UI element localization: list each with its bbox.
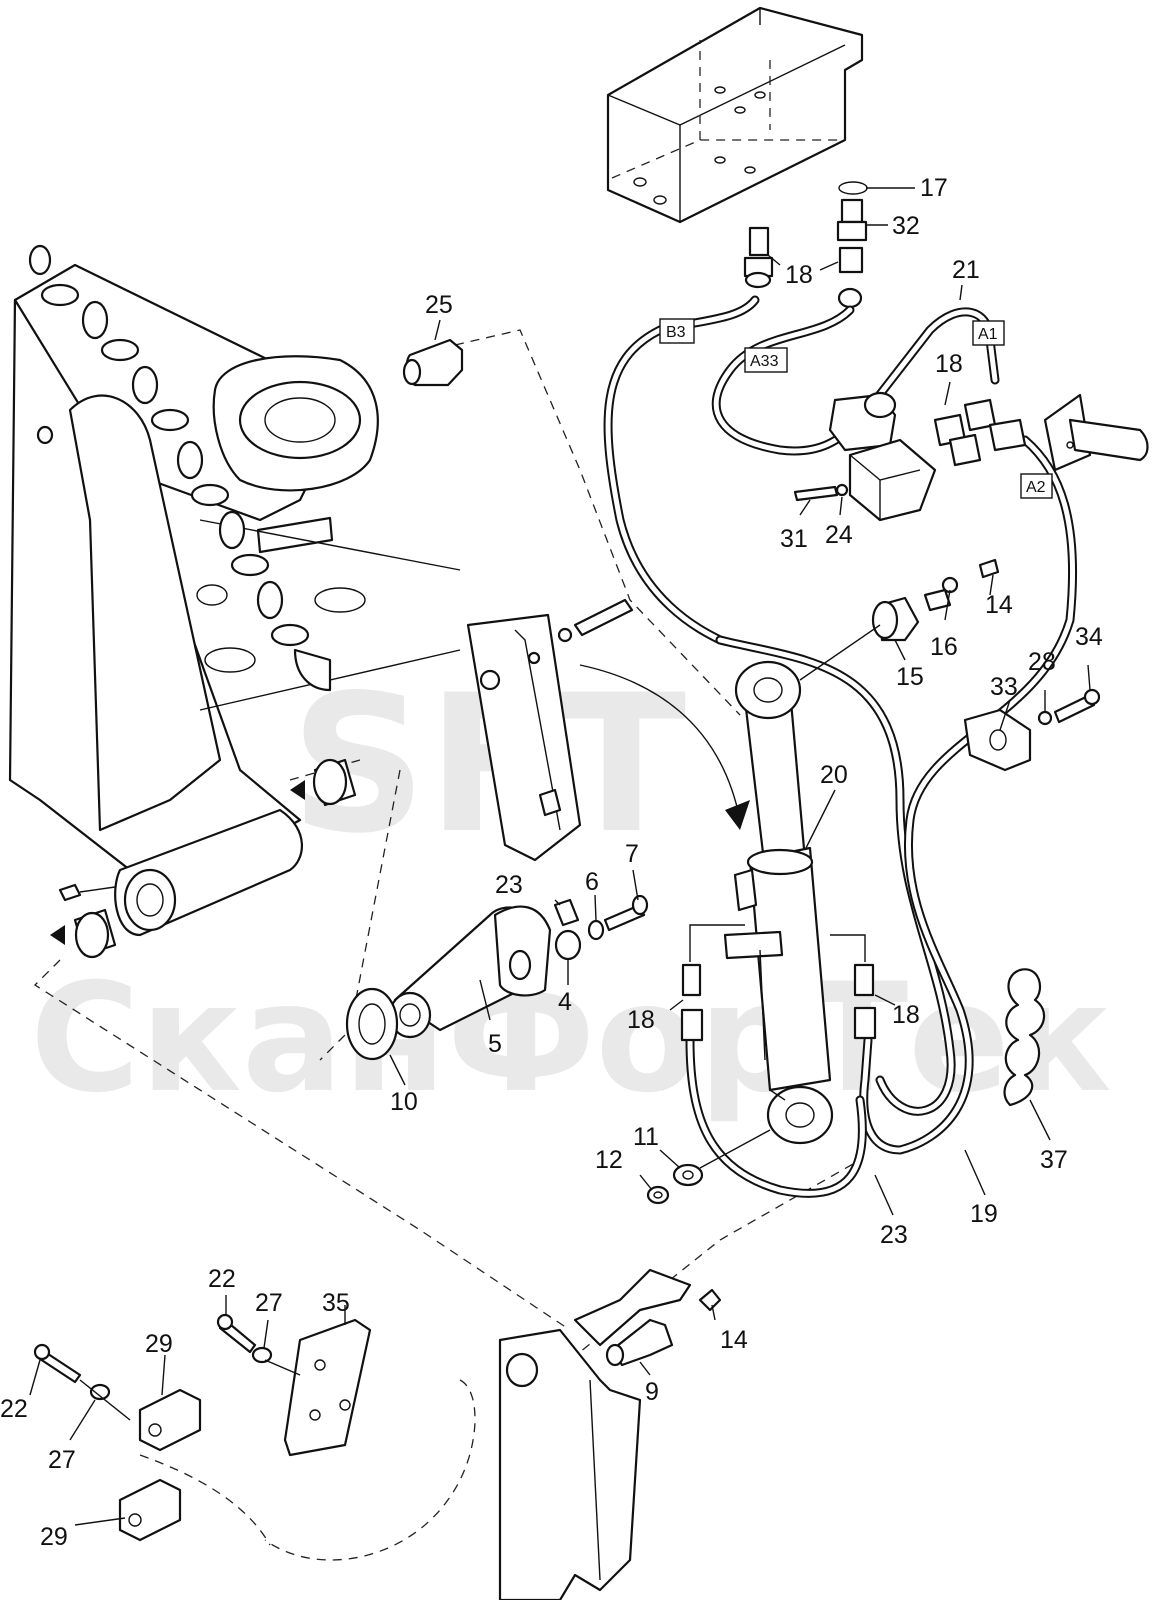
washers-11-12	[646, 1129, 771, 1205]
callout-23: 23	[880, 1221, 908, 1249]
svg-text:A2: A2	[1026, 479, 1046, 496]
callout-24: 24	[825, 521, 853, 549]
callout-17: 17	[920, 174, 948, 202]
svg-text:B3: B3	[666, 324, 686, 341]
fittings-top	[743, 181, 868, 309]
hose-clamp	[963, 688, 1101, 772]
callout-18: 18	[935, 350, 963, 378]
port-tag-b3: B3	[659, 318, 695, 344]
callout-4: 4	[558, 988, 572, 1016]
callout-34: 34	[1075, 623, 1103, 651]
arrow-icon	[50, 925, 65, 945]
callout-35: 35	[322, 1289, 350, 1317]
callout-20: 20	[820, 761, 848, 789]
chain	[28, 244, 332, 692]
callout-22: 22	[0, 1395, 28, 1423]
pin-25	[402, 338, 464, 387]
callout-28: 28	[1028, 648, 1056, 676]
svg-text:A33: A33	[750, 353, 779, 370]
arm-plate	[466, 598, 750, 862]
callout-27: 27	[48, 1446, 76, 1474]
lower-bracket	[498, 1268, 722, 1600]
callout-23: 23	[495, 871, 523, 899]
bottom-left-parts	[33, 1313, 372, 1542]
callout-27: 27	[255, 1289, 283, 1317]
pivot-shaft	[345, 894, 649, 1061]
callout-21: 21	[952, 256, 980, 284]
o-ring	[838, 181, 868, 195]
cylinder-fittings	[680, 924, 877, 1042]
callout-7: 7	[625, 840, 639, 868]
valve-block	[606, 6, 864, 224]
pedal-bracket	[1043, 393, 1149, 472]
svg-text:A1: A1	[978, 326, 998, 343]
hydraulic-cylinder	[723, 660, 834, 1145]
port-tag-a33: A33	[744, 347, 788, 373]
arrow-icon	[290, 780, 305, 800]
callout-11: 11	[633, 1123, 659, 1151]
port-tag-a1: A1	[972, 320, 1005, 346]
callout-37: 37	[1040, 1146, 1068, 1174]
frame-assembly	[8, 244, 461, 937]
callout-14: 14	[720, 1326, 748, 1354]
port-tags: B3 A33 A1 A2	[659, 318, 1053, 499]
bushings	[50, 758, 357, 959]
callout-32: 32	[892, 212, 920, 240]
direction-arrow-icon	[725, 800, 750, 830]
callout-12: 12	[595, 1146, 623, 1174]
callout-6: 6	[585, 868, 599, 896]
cylinder-mount-parts	[799, 558, 1000, 681]
callout-5: 5	[488, 1030, 502, 1058]
callout-29: 29	[40, 1523, 68, 1551]
callout-22: 22	[208, 1265, 236, 1293]
callout-18: 18	[785, 261, 813, 289]
bolt	[573, 598, 634, 637]
hydraulic-hoses	[603, 295, 1078, 1198]
spiral-guard	[1003, 968, 1046, 1107]
callout-10: 10	[390, 1088, 418, 1116]
callout-33: 33	[990, 673, 1018, 701]
callout-18: 18	[892, 1001, 920, 1029]
callout-19: 19	[970, 1200, 998, 1228]
leader-lines	[29, 187, 1091, 1526]
callout-25: 25	[425, 291, 453, 319]
callout-15: 15	[896, 663, 924, 691]
bolt-31	[793, 485, 839, 502]
callouts: 17 32 18 21 18 25 31 24 14 16 15 34 28 3…	[0, 174, 1103, 1551]
port-tag-a2: A2	[1020, 473, 1053, 499]
callout-18: 18	[627, 1006, 655, 1034]
callout-16: 16	[930, 633, 958, 661]
washer-24	[835, 483, 849, 497]
callout-14: 14	[985, 591, 1013, 619]
callout-31: 31	[780, 525, 808, 553]
callout-29: 29	[145, 1330, 173, 1358]
solenoid-valve	[793, 391, 1027, 522]
callout-9: 9	[645, 1378, 659, 1406]
